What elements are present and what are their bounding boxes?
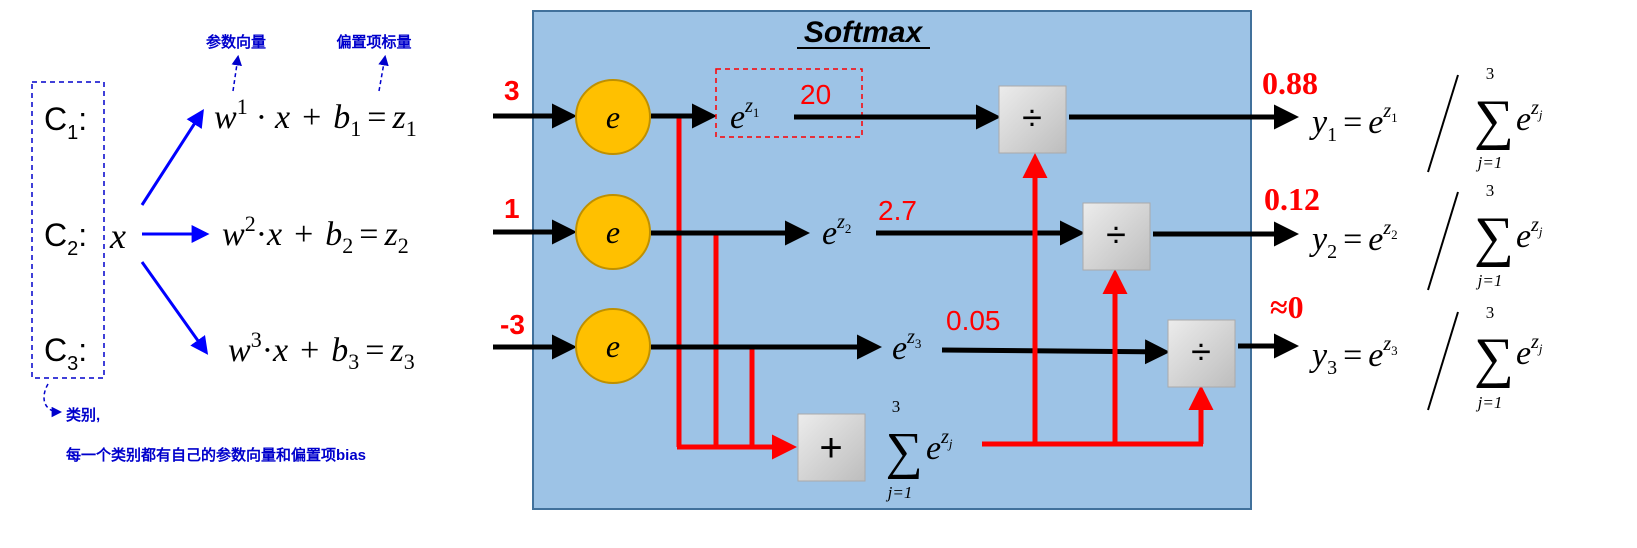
svg-text:C3:: C3: (44, 332, 87, 375)
svg-text:3: 3 (1486, 64, 1495, 83)
annotation-category-note: 每一个类别都有自己的参数向量和偏置项bias (66, 446, 366, 464)
svg-text:w3·x+b3=z3: w3·x+b3=z3 (228, 327, 415, 374)
svg-text:∑: ∑ (885, 423, 922, 480)
sum-box: + (797, 413, 866, 482)
svg-text:w2·x+b2=z2: w2·x+b2=z2 (222, 211, 409, 258)
class-label-2: C2: (44, 217, 87, 260)
svg-text:ezj: ezj (1516, 97, 1543, 138)
logit-value-3: -3 (500, 309, 525, 340)
svg-text:÷: ÷ (1191, 331, 1211, 372)
equation-1: w1·x+b1=z1 (214, 94, 417, 141)
sum-distribution-lines (982, 153, 1214, 447)
svg-text:ezj: ezj (1516, 214, 1543, 255)
svg-text:C1:: C1: (44, 101, 87, 144)
exp-term-2: ez2 (822, 211, 851, 252)
svg-text:ez3: ez3 (892, 326, 921, 367)
exp-value-2: 2.7 (878, 195, 917, 226)
svg-text:y2=ez2: y2=ez2 (1309, 217, 1398, 263)
svg-text:C2:: C2: (44, 217, 87, 260)
annotation-param-vector: 参数向量 (206, 33, 266, 51)
probability-3: ≈0 (1270, 289, 1304, 325)
svg-text:ezj: ezj (1516, 331, 1543, 372)
exp-node-1: e (575, 79, 651, 155)
exp-value-3: 0.05 (946, 305, 1001, 336)
exp-node-2: e (575, 194, 651, 270)
exp-term-3: ez3 (892, 326, 921, 367)
logit-value-2: 1 (504, 193, 520, 224)
fan-arrow-3 (140, 261, 209, 355)
class-labels-box (31, 81, 105, 379)
exp-term-1: ez1 (730, 95, 759, 136)
svg-text:3: 3 (1486, 303, 1495, 322)
divide-box-2: ÷ (1082, 202, 1151, 271)
svg-text:+: + (819, 426, 842, 470)
annotation-category: 类别, (66, 406, 100, 424)
svg-text:y3=ez3: y3=ez3 (1309, 333, 1398, 379)
input-x: x (109, 216, 126, 256)
divide-box-1: ÷ (998, 85, 1067, 154)
annotation-param-arrow (231, 54, 242, 92)
svg-text:e: e (606, 99, 620, 135)
sum-collector-lines (676, 117, 797, 460)
svg-text:∑: ∑ (1474, 89, 1514, 151)
class-label-1: C1: (44, 101, 87, 144)
svg-text:w1·x+b1=z1: w1·x+b1=z1 (214, 94, 417, 141)
svg-text:e: e (606, 328, 620, 364)
exp-value-1: 20 (800, 79, 831, 110)
equation-2: w2·x+b2=z2 (222, 211, 409, 258)
divide-box-3: ÷ (1167, 319, 1236, 388)
exp-to-divide-arrow-3 (941, 339, 1170, 365)
svg-text:j=1: j=1 (1476, 153, 1503, 172)
svg-text:ezj: ezj (926, 426, 953, 467)
class-label-3: C3: (44, 332, 87, 375)
annotation-category-arrow (43, 383, 63, 418)
svg-text:ez1: ez1 (730, 95, 759, 136)
svg-text:j=1: j=1 (1476, 393, 1503, 412)
svg-text:y1=ez1: y1=ez1 (1309, 100, 1398, 146)
output-formula-1: y1=ez1 3 ∑ j=1 ezj (1309, 64, 1543, 173)
svg-text:∑: ∑ (1474, 327, 1514, 389)
svg-text:∑: ∑ (1474, 206, 1514, 268)
svg-text:j=1: j=1 (886, 483, 913, 502)
probability-2: 0.12 (1264, 181, 1320, 217)
probability-1: 0.88 (1262, 65, 1318, 101)
svg-text:÷: ÷ (1106, 214, 1126, 255)
logit-value-1: 3 (504, 75, 520, 106)
softmax-title: Softmax (804, 16, 924, 49)
output-formula-3: y3=ez3 3 ∑ j=1 ezj (1309, 303, 1543, 412)
equation-3: w3·x+b3=z3 (228, 327, 415, 374)
annotation-bias-scalar: 偏置项标量 (336, 33, 411, 51)
svg-text:3: 3 (1486, 181, 1495, 200)
svg-text:j=1: j=1 (1476, 271, 1503, 290)
svg-text:ez2: ez2 (822, 211, 851, 252)
output-formula-2: y2=ez2 3 ∑ j=1 ezj (1309, 181, 1543, 291)
exp-node-3: e (575, 308, 651, 384)
svg-text:÷: ÷ (1022, 97, 1042, 138)
exp-term-1-highlight (715, 68, 863, 138)
svg-text:e: e (606, 214, 620, 250)
svg-text:3: 3 (892, 397, 901, 416)
fan-arrow-1 (140, 108, 204, 206)
annotation-bias-arrow (378, 54, 389, 92)
sum-formula: 3 ∑ j=1 ezj (885, 397, 952, 502)
